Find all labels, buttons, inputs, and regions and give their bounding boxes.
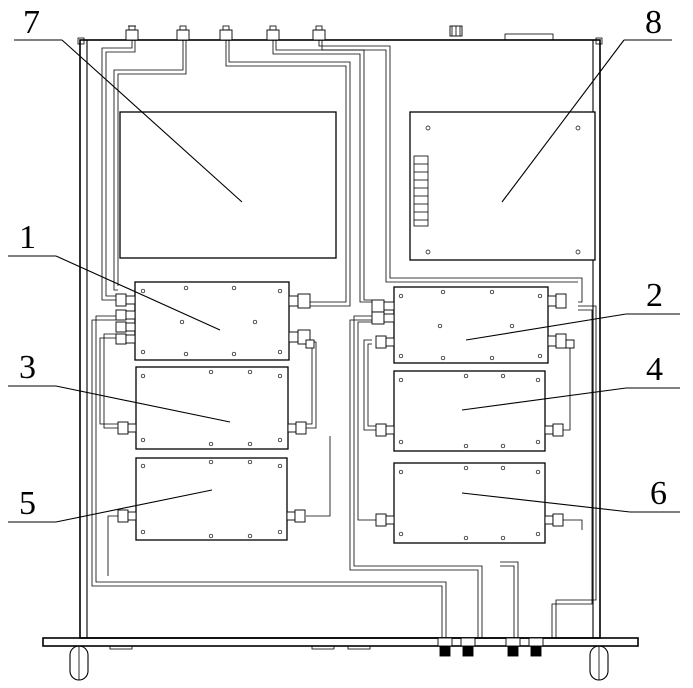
cables [91, 40, 597, 638]
top-connector [312, 25, 326, 41]
component-2-module [371, 286, 575, 364]
front-panel-bar [42, 637, 639, 647]
top-connector [125, 25, 139, 41]
labels: 7 8 1 2 3 4 5 6 [19, 4, 667, 522]
leader-lines [8, 39, 680, 523]
component-6-module [375, 462, 564, 544]
bottom-connector [460, 637, 476, 657]
label-6: 6 [650, 475, 667, 512]
handle-left [69, 645, 89, 681]
component-1-module [115, 281, 315, 361]
label-2: 2 [646, 277, 663, 314]
component-4-module [375, 370, 564, 452]
top-connector-plate [504, 33, 554, 41]
component-8-power-supply [409, 111, 596, 261]
handle-right [589, 645, 609, 681]
bottom-panel [42, 637, 639, 681]
component-5-module [117, 457, 306, 541]
top-connector [266, 25, 280, 41]
label-4: 4 [646, 351, 663, 388]
component-3-module [117, 366, 307, 450]
label-7: 7 [23, 4, 40, 41]
terminal-block [413, 155, 429, 227]
top-connector [219, 25, 233, 41]
label-3: 3 [19, 349, 36, 386]
label-5: 5 [19, 485, 36, 522]
bottom-connector [437, 637, 453, 657]
top-connectors [125, 25, 326, 41]
bottom-connector [505, 637, 521, 657]
top-connector [176, 25, 190, 41]
label-1: 1 [19, 219, 36, 256]
label-8: 8 [645, 4, 662, 41]
component-7-display [119, 111, 337, 259]
bottom-connector [528, 637, 544, 657]
